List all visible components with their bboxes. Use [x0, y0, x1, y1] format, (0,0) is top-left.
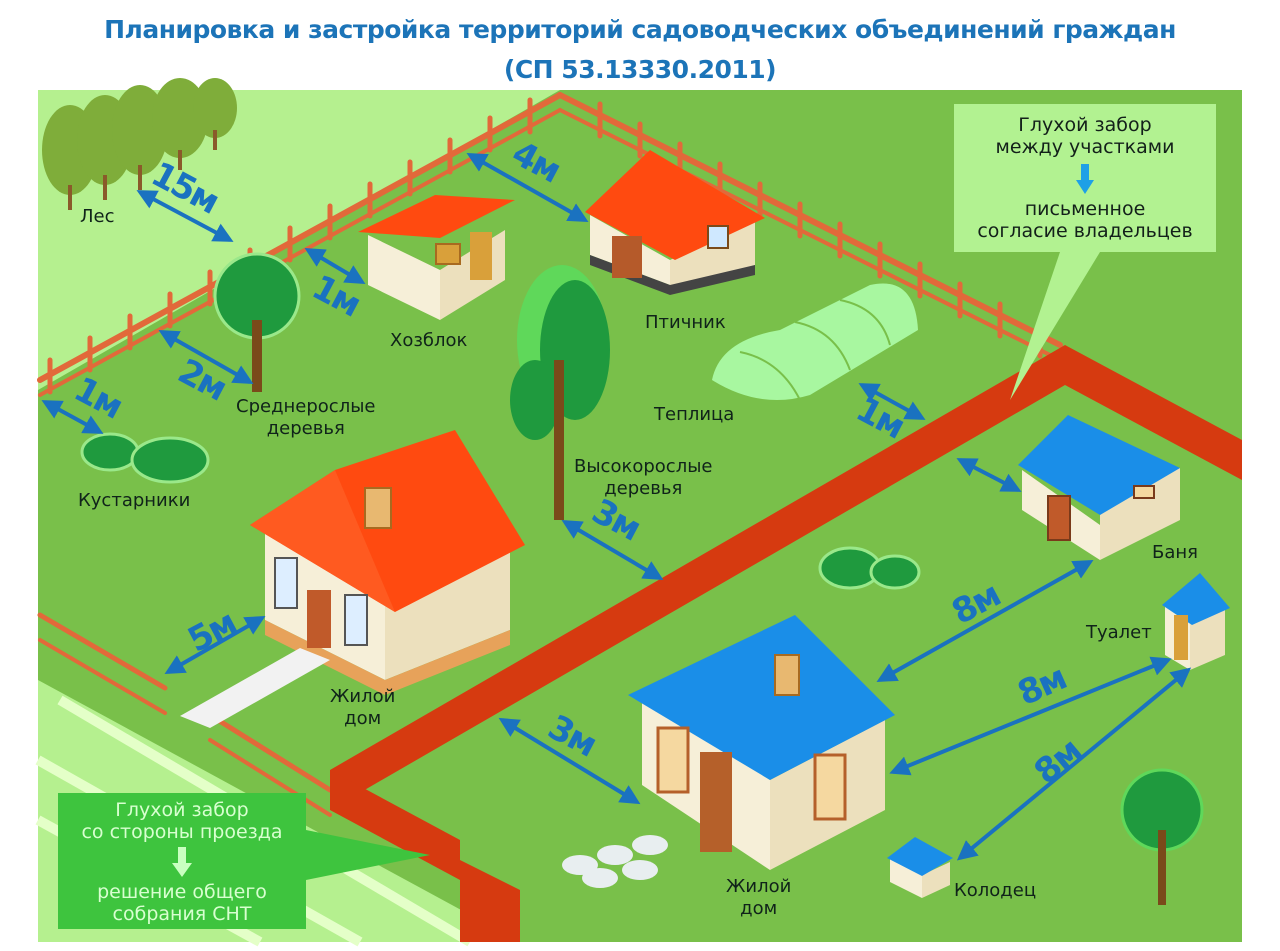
house2-stones: [562, 835, 668, 888]
label-greenhouse: Теплица: [654, 404, 735, 425]
well-building: [887, 837, 953, 898]
label-toilet: Туалет: [1086, 622, 1152, 643]
label-shed: Хозблок: [390, 330, 468, 351]
down-arrow-icon: [1076, 164, 1094, 194]
house-1: [250, 430, 525, 695]
shrubs-left: [80, 432, 210, 484]
label-house-2: Жилой дом: [726, 876, 792, 919]
tall-tree: [510, 265, 610, 520]
note2-pointer: [306, 830, 430, 880]
note-neighbor-fence: Глухой забор между участками письменное …: [954, 104, 1216, 252]
label-medium-trees: Среднерослые деревья: [236, 396, 376, 439]
title-line-1: Планировка и застройка территорий садово…: [104, 15, 1176, 44]
picket-fence-posts: [47, 97, 1043, 395]
picket-fence-street: [37, 612, 333, 817]
label-tall-trees: Высокорослые деревья: [574, 456, 713, 499]
label-forest: Лес: [80, 206, 115, 227]
greenhouse: [712, 283, 918, 401]
down-arrow-icon: [172, 847, 192, 877]
poultry-building: [585, 150, 765, 295]
label-well: Колодец: [954, 880, 1037, 901]
label-house-1: Жилой дом: [330, 686, 396, 729]
label-poultry: Птичник: [645, 312, 726, 333]
toilet-building: [1162, 573, 1230, 670]
forest-trees: [42, 78, 237, 210]
bathhouse-building: [1018, 415, 1180, 560]
note-street-fence: Глухой забор со стороны проезда решение …: [58, 793, 306, 929]
title-line-2: (СП 53.13330.2011): [503, 55, 777, 84]
medium-tree: [213, 252, 301, 392]
note1-pointer: [1010, 252, 1100, 400]
page-title: Планировка и застройка территорий садово…: [0, 10, 1280, 90]
shed-building: [358, 195, 515, 320]
house1-path: [180, 648, 330, 728]
label-bathhouse: Баня: [1152, 542, 1198, 563]
label-shrubs: Кустарники: [78, 490, 191, 511]
distance-arrows: [41, 153, 1192, 861]
solid-fence: [330, 345, 1242, 942]
house-2: [628, 615, 895, 870]
